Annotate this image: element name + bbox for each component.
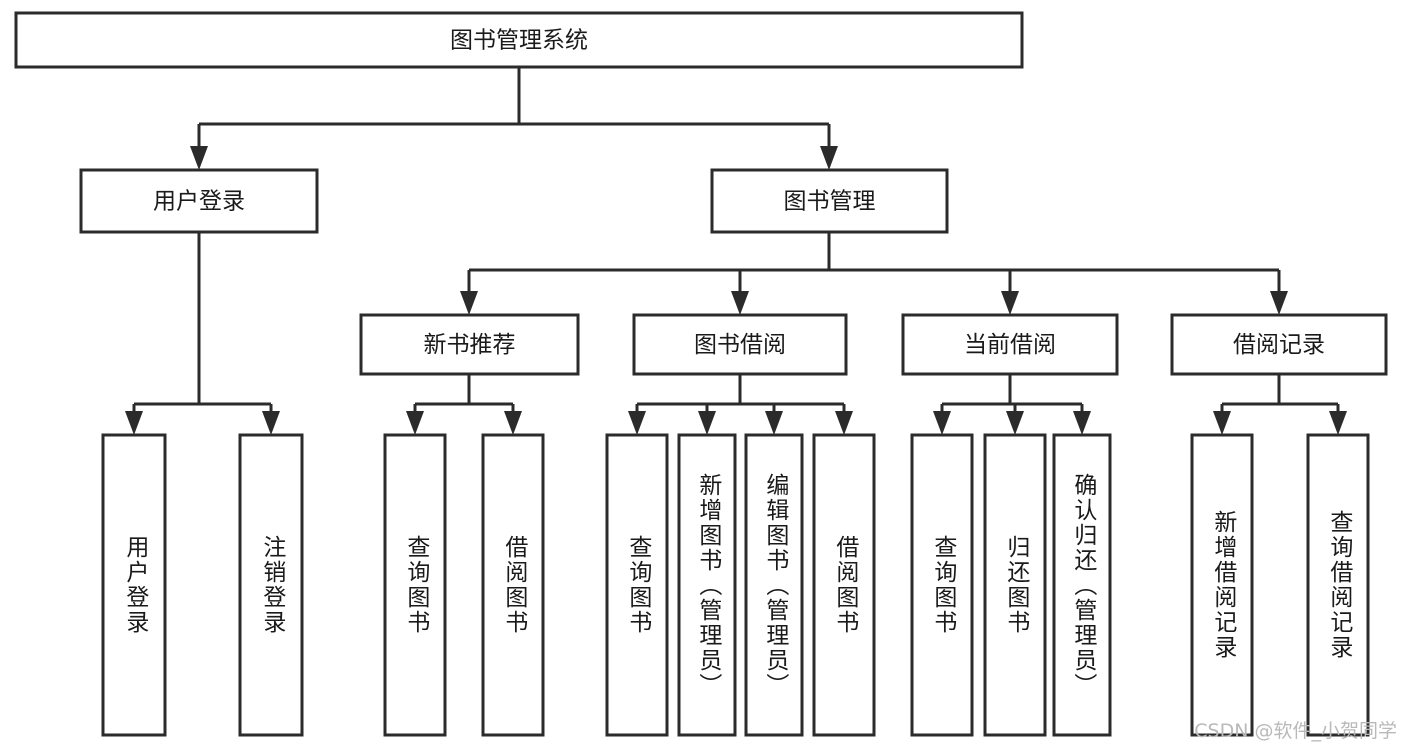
arrow-head-icon [1270, 291, 1288, 315]
node-label: 新书推荐 [424, 332, 516, 358]
node-编辑图书管理员[interactable] [744, 433, 804, 737]
node-用户登录[interactable]: 用户登录 [79, 168, 319, 234]
arrow-head-icon [406, 411, 424, 435]
node-查询图书[interactable] [383, 433, 447, 737]
node-用户登录[interactable] [101, 433, 167, 737]
node-box [901, 313, 1119, 376]
node-查询图书[interactable] [605, 433, 669, 737]
node-查询借阅记录[interactable] [1306, 433, 1370, 737]
node-查询图书[interactable] [910, 433, 974, 737]
node-box [677, 433, 737, 737]
node-当前借阅[interactable]: 当前借阅 [901, 313, 1119, 376]
node-label: 图书管理系统 [450, 28, 588, 54]
arrow-head-icon [125, 411, 143, 435]
connector-layer [125, 67, 1347, 435]
node-box [79, 168, 319, 234]
node-图书管理系统[interactable]: 图书管理系统 [14, 11, 1024, 69]
node-借阅图书[interactable] [481, 433, 545, 737]
watermark-text: CSDN @软件_小贺同学 [1194, 720, 1397, 742]
node-label: 借阅记录 [1233, 332, 1325, 358]
arrow-head-icon [765, 411, 783, 435]
node-box [744, 433, 804, 737]
arrow-head-icon [933, 411, 951, 435]
arrow-head-icon [1329, 411, 1347, 435]
arrow-head-icon [460, 291, 478, 315]
node-新增借阅记录[interactable] [1190, 433, 1254, 737]
node-box [481, 433, 545, 737]
node-box [1306, 433, 1370, 737]
node-新书推荐[interactable]: 新书推荐 [359, 313, 580, 376]
node-确认归还管理员[interactable] [1052, 433, 1112, 737]
arrow-head-icon [262, 411, 280, 435]
arrow-head-icon [835, 411, 853, 435]
node-box [1170, 313, 1388, 376]
arrow-head-icon [698, 411, 716, 435]
node-借阅记录[interactable]: 借阅记录 [1170, 313, 1388, 376]
node-归还图书[interactable] [983, 433, 1047, 737]
node-label: 图书管理 [784, 189, 876, 215]
node-box [383, 433, 447, 737]
arrow-head-icon [731, 291, 749, 315]
node-注销登录[interactable] [238, 433, 304, 737]
arrow-head-icon [1001, 291, 1019, 315]
node-box [983, 433, 1047, 737]
arrow-head-icon [1213, 411, 1231, 435]
node-图书借阅[interactable]: 图书借阅 [632, 313, 848, 376]
arrow-head-icon [1073, 411, 1091, 435]
arrow-head-icon [1006, 411, 1024, 435]
node-box [14, 11, 1024, 69]
node-label: 图书借阅 [694, 332, 786, 358]
node-box [238, 433, 304, 737]
node-box [710, 168, 949, 234]
arrow-head-icon [504, 411, 522, 435]
node-box [359, 313, 580, 376]
node-box [910, 433, 974, 737]
arrow-head-icon [628, 411, 646, 435]
node-box [101, 433, 167, 737]
node-label: 当前借阅 [964, 332, 1056, 358]
node-box [812, 433, 876, 737]
node-新增图书管理员[interactable] [677, 433, 737, 737]
node-图书管理[interactable]: 图书管理 [710, 168, 949, 234]
arrow-head-icon [190, 146, 208, 170]
node-借阅图书[interactable] [812, 433, 876, 737]
node-box [605, 433, 669, 737]
node-box [1052, 433, 1112, 737]
node-box [1190, 433, 1254, 737]
node-box [632, 313, 848, 376]
node-label: 用户登录 [153, 189, 245, 215]
arrow-head-icon [820, 146, 838, 170]
